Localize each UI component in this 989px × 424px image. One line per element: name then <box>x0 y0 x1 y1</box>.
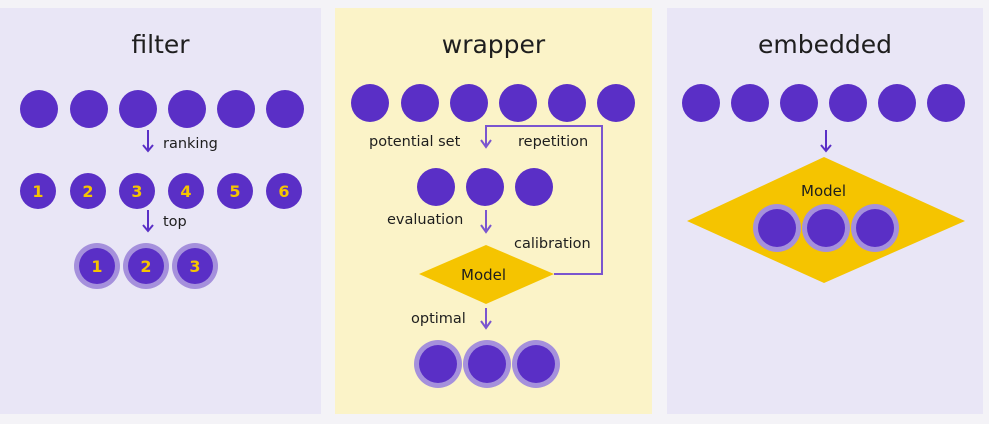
feature-circle <box>351 84 389 122</box>
feature-circle <box>70 90 108 128</box>
repetition-loop-arrow <box>480 125 603 330</box>
feature-circle <box>217 90 255 128</box>
embedded-feature-circle <box>807 209 845 247</box>
feature-circle <box>450 84 488 122</box>
selected-feature-circle: 2 <box>128 248 164 284</box>
feature-circle <box>20 90 58 128</box>
ranked-feature-circle: 6 <box>266 173 302 209</box>
selected-feature-circle: 3 <box>177 248 213 284</box>
repetition-label: repetition <box>518 134 589 150</box>
feature-circle <box>829 84 867 122</box>
model-label: Model <box>801 182 847 200</box>
embedded-panel: embedded Model <box>667 8 983 414</box>
wrapper-title: wrapper <box>441 30 546 59</box>
candidate-feature-circle <box>417 168 455 206</box>
potential-set-label: potential set <box>369 134 461 150</box>
optimal-feature-circle <box>517 345 555 383</box>
down-arrow-icon <box>142 130 154 153</box>
selected-feature-circle: 1 <box>79 248 115 284</box>
ranked-feature-circle: 5 <box>217 173 253 209</box>
evaluation-label: evaluation <box>387 212 464 228</box>
top-label: top <box>163 214 187 230</box>
feature-circle <box>878 84 916 122</box>
feature-circle <box>499 84 537 122</box>
model-label: Model <box>461 266 507 284</box>
embedded-feature-circle <box>758 209 796 247</box>
embedded-title: embedded <box>758 30 892 59</box>
filter-title: filter <box>131 30 190 59</box>
feature-circle <box>780 84 818 122</box>
feature-circle <box>119 90 157 128</box>
ranked-feature-circle: 2 <box>70 173 106 209</box>
wrapper-panel: wrapper potential set repetition evaluat… <box>335 8 652 414</box>
ranked-feature-circle: 4 <box>168 173 204 209</box>
feature-circle <box>731 84 769 122</box>
ranked-feature-circle: 3 <box>119 173 155 209</box>
optimal-feature-circle <box>468 345 506 383</box>
optimal-label: optimal <box>411 311 466 327</box>
ranking-label: ranking <box>163 136 218 152</box>
candidate-feature-circle <box>515 168 553 206</box>
down-arrow-icon <box>820 130 832 153</box>
feature-circle <box>682 84 720 122</box>
optimal-feature-circle <box>419 345 457 383</box>
feature-circle <box>548 84 586 122</box>
embedded-feature-circle <box>856 209 894 247</box>
down-arrow-icon <box>142 210 154 233</box>
calibration-label: calibration <box>514 236 591 252</box>
feature-circle <box>401 84 439 122</box>
feature-circle <box>266 90 304 128</box>
candidate-feature-circle <box>466 168 504 206</box>
model-diamond <box>419 245 554 304</box>
filter-panel: filter ranking 1 2 3 4 5 6 top 1 2 3 <box>0 8 321 414</box>
ranked-feature-circle: 1 <box>20 173 56 209</box>
feature-circle <box>927 84 965 122</box>
feature-circle <box>597 84 635 122</box>
feature-circle <box>168 90 206 128</box>
